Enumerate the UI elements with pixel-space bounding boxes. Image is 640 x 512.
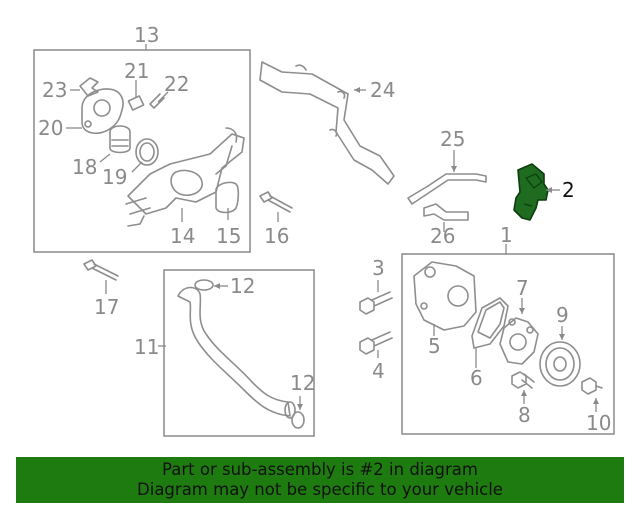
part-10-bolt[interactable]: [581, 377, 603, 395]
callout-16: 16: [264, 224, 289, 248]
part-18-thermostat[interactable]: [109, 125, 131, 154]
callout-22: 22: [164, 72, 189, 96]
callout-14: 14: [170, 224, 195, 248]
part-20-cover[interactable]: [81, 88, 124, 135]
callout-25: 25: [440, 127, 465, 151]
part-25-hose[interactable]: [407, 173, 487, 205]
part-8-bolt[interactable]: [511, 371, 535, 389]
callout-11: 11: [134, 335, 159, 359]
part-9-pulley[interactable]: [539, 341, 581, 387]
banner-line-1: Part or sub-assembly is #2 in diagram: [162, 460, 478, 479]
part-17-bolt[interactable]: [83, 259, 119, 281]
callout-10: 10: [586, 411, 611, 435]
part-21-sensor[interactable]: [127, 95, 145, 111]
callout-20: 20: [38, 116, 63, 140]
callout-26: 26: [430, 224, 455, 248]
part-4-bolt[interactable]: [359, 331, 393, 355]
callout-18: 18: [72, 155, 97, 179]
callout-7: 7: [516, 276, 529, 300]
callout-4: 4: [372, 359, 385, 383]
part-12-oring-top[interactable]: [194, 279, 214, 291]
part-16-bolt[interactable]: [259, 191, 293, 213]
part-14-housing[interactable]: [127, 133, 245, 215]
callout-15: 15: [216, 224, 241, 248]
callout-6: 6: [470, 366, 483, 390]
part-23-clip[interactable]: [79, 77, 99, 97]
part-7-water-pump[interactable]: [499, 317, 539, 365]
parts-diagram: 13 23 21 22 20 18 19 14 15 16 17 24 25 2…: [33, 23, 615, 437]
callout-8: 8: [518, 403, 531, 427]
callout-21: 21: [124, 59, 149, 83]
callout-5: 5: [428, 334, 441, 358]
group-box-1: [401, 253, 615, 435]
callout-23: 23: [42, 78, 67, 102]
info-banner: Part or sub-assembly is #2 in diagram Di…: [16, 457, 624, 503]
part-22-pin[interactable]: [149, 93, 165, 109]
callout-17: 17: [94, 295, 119, 319]
part-19-gasket[interactable]: [135, 138, 159, 166]
part-11-hose[interactable]: [177, 286, 291, 417]
callout-2: 2: [562, 178, 575, 202]
group-box-13: [33, 49, 251, 253]
callout-19: 19: [102, 165, 127, 189]
callout-3: 3: [372, 256, 385, 280]
part-12-oring-bottom[interactable]: [291, 411, 305, 429]
part-26-hose[interactable]: [423, 203, 469, 221]
callout-9: 9: [556, 303, 569, 327]
part-6-gasket[interactable]: [471, 297, 509, 349]
part-5-pump-body[interactable]: [413, 261, 477, 331]
part-2-bracket[interactable]: [513, 163, 549, 221]
part-3-bolt[interactable]: [359, 291, 393, 315]
callout-13: 13: [134, 23, 159, 47]
callout-12-bottom: 12: [290, 371, 315, 395]
callout-12-top: 12: [230, 274, 255, 298]
callout-24: 24: [370, 78, 395, 102]
part-24-pipe[interactable]: [259, 61, 395, 185]
part-15-gasket[interactable]: [215, 181, 240, 214]
group-box-11: [163, 269, 315, 437]
banner-line-2: Diagram may not be specific to your vehi…: [137, 480, 503, 499]
callout-1: 1: [500, 223, 513, 247]
